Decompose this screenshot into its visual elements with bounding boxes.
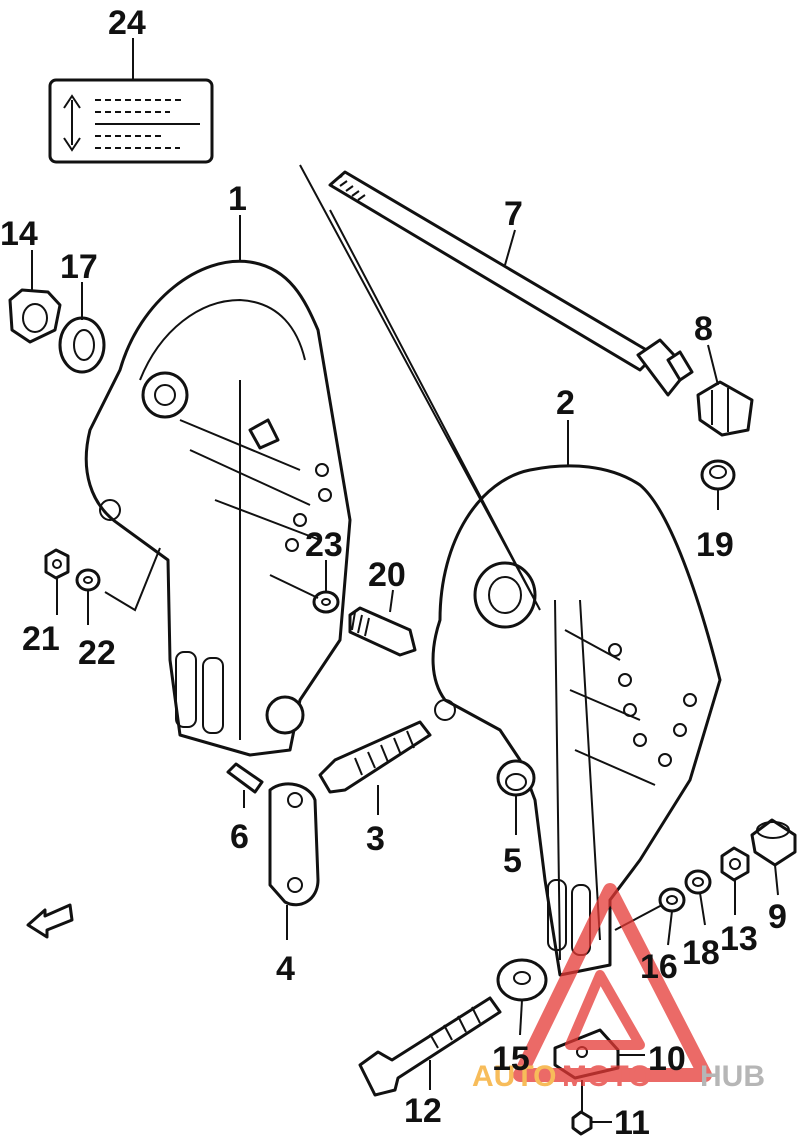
- callout-17: 17: [60, 248, 98, 286]
- part-20-pin: [348, 606, 417, 657]
- callout-20: 20: [368, 556, 406, 594]
- callout-15: 15: [492, 1040, 530, 1078]
- callout-1: 1: [228, 180, 247, 218]
- callout-3: 3: [366, 820, 385, 858]
- part-8-bushing: [696, 380, 754, 437]
- callout-5: 5: [503, 842, 522, 880]
- callout-10: 10: [648, 1040, 686, 1078]
- part-11-small-screw: [571, 1080, 593, 1136]
- part-7-long-bolt: [328, 170, 694, 397]
- part-15-large-washer: [496, 958, 548, 1002]
- watermark-text-part2: MOTO: [562, 1060, 651, 1093]
- part-14-hex-nut: [8, 288, 62, 344]
- part-9-cap: [750, 818, 797, 867]
- callout-13: 13: [720, 920, 758, 958]
- part-18-washer: [684, 869, 712, 895]
- callout-24: 24: [108, 4, 146, 42]
- part-24-label-decal: [48, 78, 214, 164]
- callout-23: 23: [305, 526, 343, 564]
- part-1-clamp-bracket-left: [84, 259, 352, 757]
- part-6-roll-pin: [226, 762, 264, 794]
- callout-16: 16: [640, 948, 678, 986]
- part-22-small-washer: [75, 568, 101, 592]
- callout-14: 14: [0, 215, 38, 253]
- part-17-washer: [58, 316, 106, 374]
- part-23-small-washer: [312, 590, 340, 614]
- part-13-nut: [720, 846, 750, 882]
- callout-2: 2: [556, 384, 575, 422]
- callout-18: 18: [682, 934, 720, 972]
- callout-19: 19: [696, 526, 734, 564]
- forward-direction-arrow-icon: [26, 903, 74, 939]
- callout-21: 21: [22, 620, 60, 658]
- part-3-threaded-rod: [318, 720, 432, 794]
- callout-4: 4: [276, 950, 295, 988]
- callout-6: 6: [230, 818, 249, 856]
- part-4-plate: [268, 782, 320, 907]
- part-5-plug-cap: [496, 759, 536, 797]
- part-16-washer: [658, 887, 686, 913]
- callout-7: 7: [504, 195, 523, 233]
- watermark-text-part3: HUB: [700, 1060, 765, 1093]
- callout-9: 9: [768, 898, 787, 936]
- watermark-text-part1: AUTO: [472, 1060, 556, 1093]
- part-12-long-bolt: [358, 996, 502, 1097]
- part-21-small-nut: [44, 548, 70, 580]
- part-19-small-bushing: [700, 459, 736, 491]
- callout-11: 11: [614, 1104, 650, 1140]
- part-2-clamp-bracket-right: [431, 464, 722, 977]
- callout-8: 8: [694, 310, 713, 348]
- watermark-logo: AUTO MOTO HUB: [472, 883, 765, 1093]
- callout-12: 12: [404, 1092, 442, 1130]
- callout-22: 22: [78, 634, 116, 672]
